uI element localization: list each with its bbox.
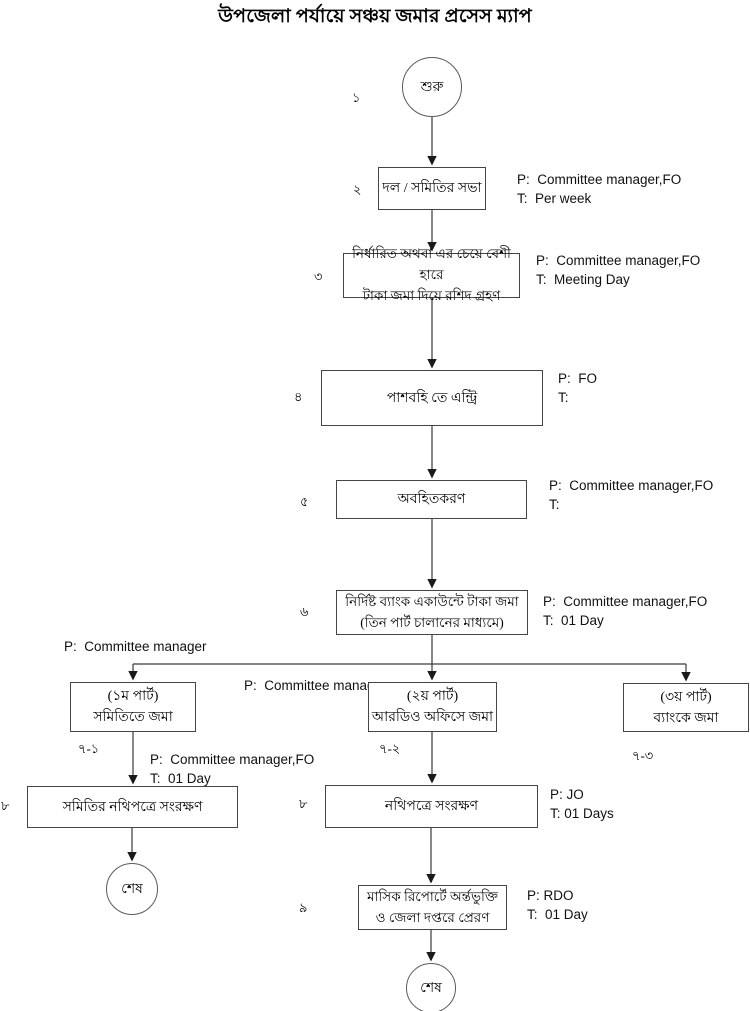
step-box-records-keep-text: নথিপত্রে সংরক্ষণ [384,799,479,814]
step-number-4: ৪ [294,389,303,404]
step-number-3: ৩ [314,269,323,284]
annotation-step8-left-t: T: 01 Day [150,771,211,786]
step-box-bank-deposit: নির্দিষ্ট ব্যাংক একাউন্টে টাকা জমা (তিন … [336,590,528,635]
step-box-meeting: দল / সমিতির সভা [378,167,486,210]
annotation-branch-mid: P: Committee manager [244,678,387,693]
step-box-records-keep: নথিপত্রে সংরক্ষণ [325,785,538,828]
step-number-6: ৬ [300,604,309,619]
step-number-7-3: ৭-৩ [632,748,654,763]
annotation-step6-t: T: 01 Day [543,613,604,628]
step-box-part1-line2: সমিতিতে জমা [93,710,173,725]
annotation-step2-p: P: Committee manager,FO [517,172,682,187]
annotation-step9-t: T: 01 Day [527,907,588,922]
step-box-samity-records-text: সমিতির নথিপত্রে সংরক্ষণ [62,799,203,815]
step-box-part3-line2: ব্যাংকে জমা [653,710,719,726]
step-box-monthly-report-line2: ও জেলা দপ্তরে প্রেরণ [375,909,490,925]
annotation-step4-p: P: FO [558,371,598,386]
step-box-deposit-receipt-line2: টাকা জমা দিয়ে রশিদ গ্রহণ [362,287,501,303]
annotation-step6: P: Committee manager,FO T: 01 Day [543,592,707,630]
annotation-step5-t: T: [549,497,560,512]
annotation-step8-left: P: Committee manager,FO T: 01 Day [150,750,314,788]
step-box-part2-rdo-office: (২য় পার্ট) আরডিও অফিসে জমা [368,682,497,732]
step-number-2: ২ [353,182,362,197]
end-left-label: শেষ [121,881,143,897]
step-box-passbook-entry-text: পাশবহি তে এন্ট্রি [386,390,478,406]
step-box-part3-bank: (৩য় পার্ট) ব্যাংকে জমা [623,683,749,732]
end-bottom-label: শেষ [420,980,442,996]
end-terminator-bottom: শেষ [406,963,456,1011]
step-box-samity-records: সমিতির নথিপত্রে সংরক্ষণ [27,786,238,828]
step-box-bank-deposit-line2: (তিন পার্ট চালানের মাধ্যমে) [360,614,504,630]
step-box-part1-line1: (১ম পার্ট) [107,689,159,704]
annotation-step4: P: FO T: [558,369,597,407]
start-terminator: শুরু [402,57,462,117]
annotation-step3: P: Committee manager,FO T: Meeting Day [536,251,700,289]
step-number-8-mid: ৮ [299,796,308,811]
step-number-7-1: ৭-১ [78,741,100,756]
annotation-step4-t: T: [558,390,569,405]
step-box-part1-samity: (১ম পার্ট) সমিতিতে জমা [70,682,196,732]
step-number-1: ১ [352,90,361,105]
annotation-step2-t: T: Per week [517,191,592,206]
step-box-part2-line2: আরডিও অফিসে জমা [371,710,494,725]
annotation-step9: P: RDO T: 01 Day [527,886,588,924]
step-box-bank-deposit-line1: নির্দিষ্ট ব্যাংক একাউন্টে টাকা জমা [345,593,519,609]
end-terminator-left: শেষ [106,863,158,915]
step-box-monthly-report-line1: মাসিক রিপোর্টে অর্ন্তভুক্তি [367,888,498,904]
step-box-deposit-receipt: নির্ধারিত অথবা এর চেয়ে বেশী হারে টাকা জ… [343,246,520,303]
step-box-meeting-text: দল / সমিতির সভা [382,181,482,196]
annotation-step3-p: P: Committee manager,FO [536,253,701,268]
annotation-step3-t: T: Meeting Day [536,272,630,287]
step-number-7-2: ৭-২ [379,741,401,756]
step-box-notification-text: অবহিতকরণ [397,492,466,507]
annotation-branch-left: P: Committee manager [64,639,207,654]
step-box-deposit-receipt-line1: নির্ধারিত অথবা এর চেয়ে বেশী হারে [352,246,511,283]
start-label: শুরু [420,79,444,95]
page-title: উপজেলা পর্যায়ে সঞ্চয় জমার প্রসেস ম্যাপ [218,6,532,27]
annotation-step5: P: Committee manager,FO T: [549,476,713,514]
step-box-part2-line1: (২য় পার্ট) [406,689,459,704]
annotation-step2: P: Committee manager,FO T: Per week [517,170,681,208]
step-number-9: ৯ [299,900,308,915]
annotation-step8-left-p: P: Committee manager,FO [150,752,315,767]
step-box-part3-line1: (৩য় পার্ট) [660,689,712,705]
step-box-passbook-entry: পাশবহি তে এন্ট্রি [321,370,543,426]
annotation-step6-p: P: Committee manager,FO [543,594,708,609]
annotation-step9-p: P: RDO [527,888,574,903]
step-number-8-left: ৮ [1,798,10,813]
annotation-step5-p: P: Committee manager,FO [549,478,714,493]
annotation-step8-mid-p: P: JO [550,787,584,802]
step-number-5: ৫ [300,494,309,509]
annotation-step8-mid-t: T: 01 Days [550,806,614,821]
annotation-step8-mid: P: JO T: 01 Days [550,785,614,823]
step-box-notification: অবহিতকরণ [336,480,527,519]
step-box-monthly-report: মাসিক রিপোর্টে অর্ন্তভুক্তি ও জেলা দপ্তর… [358,885,507,930]
